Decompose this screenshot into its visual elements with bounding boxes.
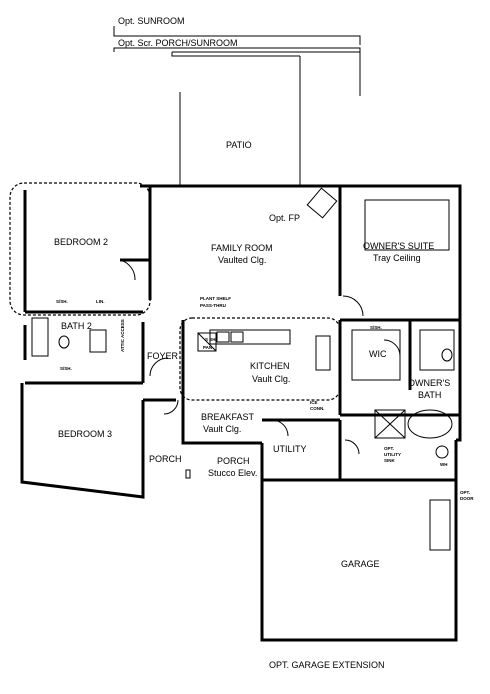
foyer-label: FOYER — [147, 351, 179, 361]
kitchen-label: KITCHEN — [250, 361, 290, 371]
utility-sink-note-2: UTILITY — [384, 452, 401, 457]
owners-suite-ceiling: Tray Ceiling — [373, 253, 421, 263]
opt-garage-extension-label: OPT. GARAGE EXTENSION — [269, 660, 385, 670]
opt-door-note-2: DOOR — [460, 496, 474, 501]
shelf-note-bed3: S/SH. — [60, 366, 72, 371]
porch-elevation-note: Stucco Elev. — [208, 468, 257, 478]
family-room-ceiling: Vaulted Clg. — [218, 255, 266, 265]
kitchen-shelf-note: S SH. — [205, 337, 217, 342]
plant-shelf-note: PLANT SHELF — [200, 296, 231, 301]
utility-label: UTILITY — [273, 444, 307, 454]
shelf-note-wic: S/SH. — [370, 325, 382, 330]
utility-sink-note-3: SINK — [384, 458, 396, 463]
opt-fireplace-label: Opt. FP — [269, 213, 300, 223]
pantry-note: PAN — [203, 345, 212, 350]
patio-label: PATIO — [226, 140, 252, 150]
owners-bath-label-2: BATH — [418, 390, 441, 400]
utility-sink-note-1: OPT. — [384, 446, 394, 451]
kitchen-ceiling: Vault Clg. — [252, 374, 290, 384]
interior-walls — [25, 258, 460, 482]
breakfast-ceiling: Vault Clg. — [203, 424, 241, 434]
porch-label: PORCH — [217, 456, 250, 466]
bedroom2-ceiling-outline — [9, 182, 151, 316]
opt-door-note-1: OPT. — [460, 490, 470, 495]
family-room-label: FAMILY ROOM — [211, 243, 273, 253]
owners-bath-label-1: OWNER'S — [408, 378, 450, 388]
wic-label: WIC — [369, 349, 387, 359]
garage-label: GARAGE — [341, 559, 380, 569]
opt-sunroom-label: Opt. SUNROOM — [118, 16, 185, 26]
fixtures — [31, 187, 455, 551]
bath2-label: BATH 2 — [61, 321, 92, 331]
attic-access-note: ATTIC ACCESS — [120, 319, 125, 352]
linen-note: LIN. — [96, 299, 105, 304]
optional-sunroom-outline — [113, 26, 361, 186]
opt-screen-porch-label: Opt. Scr. PORCH/SUNROOM — [118, 38, 238, 48]
bedroom2-label: BEDROOM 2 — [54, 237, 108, 247]
porch-left-label: PORCH — [149, 454, 182, 464]
shelf-note-bed2: S/SH. — [56, 299, 68, 304]
kitchen-ceiling-outline — [179, 317, 341, 401]
water-heater-note: WH — [440, 462, 448, 467]
owners-suite-label: OWNER'S SUITE — [363, 241, 434, 251]
doors — [119, 259, 401, 455]
pass-thru-note: PASS-THRU — [200, 303, 226, 308]
bedroom3-label: BEDROOM 3 — [58, 429, 112, 439]
ice-note: ICE — [310, 400, 318, 405]
ice-conn-note: CONN. — [310, 406, 325, 411]
breakfast-label: BREAKFAST — [201, 412, 255, 422]
